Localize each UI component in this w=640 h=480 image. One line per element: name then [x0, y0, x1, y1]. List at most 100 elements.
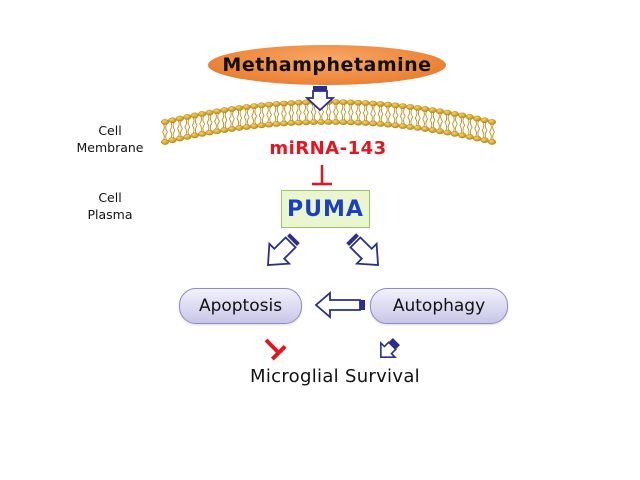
lipid-head: [205, 109, 214, 116]
label-cell-plasma: Cell Plasma: [60, 189, 160, 223]
lipid-head: [264, 101, 274, 108]
lipid-tail: [377, 105, 384, 123]
lipid-head: [160, 119, 170, 125]
lipid-tail: [288, 104, 295, 122]
lipid-head: [376, 121, 385, 127]
lipid-head: [212, 108, 222, 115]
lipid-head: [346, 119, 355, 126]
process-apoptosis-label: Apoptosis: [198, 296, 283, 316]
lipid-tail: [459, 117, 466, 134]
lipid-tail: [399, 107, 406, 125]
lipid-head: [406, 124, 415, 130]
lipid-tail: [385, 106, 391, 123]
lipid-head: [279, 120, 289, 127]
activation-arrow-autophagy-survival: [380, 338, 400, 358]
lipid-head: [487, 119, 497, 125]
mirna-label: miRNA-143: [269, 138, 387, 159]
lipid-head: [354, 99, 363, 106]
lipid-head: [391, 102, 400, 109]
lipid-tail: [258, 107, 265, 124]
lipid-head: [316, 119, 326, 125]
lipid-tail: [474, 120, 480, 137]
lipid-head: [465, 114, 474, 120]
lipid-tail: [199, 115, 205, 133]
lipid-tail: [333, 103, 339, 121]
activation-arrow-puma-apoptosis: [266, 233, 300, 267]
lipid-head: [406, 104, 415, 110]
lipid-tail: [422, 110, 428, 128]
target-puma-box: PUMA: [281, 190, 370, 228]
process-autophagy-label: Autophagy: [392, 296, 486, 316]
lipid-tail: [407, 108, 414, 126]
lipid-head: [287, 120, 296, 126]
lipid-head: [458, 112, 467, 119]
lipid-head: [413, 125, 422, 131]
lipid-head: [309, 119, 318, 125]
lipid-tail: [362, 104, 369, 122]
lipid-head: [428, 127, 437, 133]
lipid-head: [220, 107, 229, 113]
lipid-head: [458, 132, 467, 139]
lipid-tail: [310, 103, 317, 121]
lipid-head: [227, 106, 236, 112]
outcome-microglial-survival: Microglial Survival: [250, 366, 420, 387]
lipid-head: [361, 100, 370, 106]
lipid-tail: [481, 122, 488, 139]
lipid-tail: [444, 114, 451, 131]
lipid-head: [168, 117, 177, 124]
lipid-head: [235, 125, 244, 131]
lipid-head: [443, 109, 452, 116]
lipid-head: [220, 127, 229, 133]
label-cell-plasma-line2: Plasma: [87, 207, 133, 222]
lipid-tail: [414, 109, 421, 127]
lipid-head: [443, 129, 452, 136]
lipid-head: [473, 115, 482, 122]
lipid-tail: [325, 103, 332, 121]
activation-arrow-puma-autophagy: [346, 233, 380, 267]
lipid-tail: [370, 105, 376, 122]
lipid-head: [250, 123, 259, 129]
process-autophagy: Autophagy: [370, 288, 508, 324]
lipid-head: [227, 126, 236, 132]
label-cell-plasma-line1: Cell: [98, 190, 122, 205]
lipid-tail: [266, 106, 272, 123]
lipid-head: [413, 105, 422, 111]
label-cell-membrane-line2: Membrane: [76, 140, 144, 155]
lipid-head: [190, 112, 199, 119]
lipid-head: [294, 119, 303, 126]
lipid-tail: [355, 104, 362, 121]
lipid-head: [339, 119, 348, 125]
lipid-head: [473, 135, 482, 142]
lipid-head: [287, 100, 296, 106]
lipid-head: [465, 134, 474, 140]
lipid-head: [361, 120, 370, 126]
lipid-tail: [340, 103, 347, 121]
activation-arrow-autophagy-apoptosis: [314, 291, 365, 319]
lipid-head: [383, 101, 393, 108]
lipid-head: [279, 100, 289, 107]
lipid-head: [450, 131, 459, 137]
lipid-tail: [429, 111, 436, 129]
lipid-head: [212, 128, 222, 135]
lipid-tail: [236, 109, 243, 127]
lipid-head: [354, 119, 363, 126]
lipid-head: [480, 117, 489, 124]
lipid-tail: [162, 123, 168, 141]
lipid-tail: [347, 104, 354, 121]
lipid-tail: [184, 118, 191, 136]
lipid-head: [160, 139, 170, 145]
lipid-head: [242, 124, 251, 130]
lipid-tail: [221, 111, 228, 129]
lipid-head: [435, 128, 445, 135]
lipid-tail: [303, 104, 310, 121]
lipid-tail: [229, 110, 235, 128]
lipid-head: [257, 102, 266, 109]
lipid-head: [450, 111, 459, 117]
lipid-head: [421, 106, 430, 112]
lipid-head: [391, 122, 400, 129]
lipid-tail: [177, 120, 183, 137]
lipid-head: [324, 119, 333, 125]
lipid-head: [421, 126, 430, 132]
lipid-head: [302, 119, 311, 126]
